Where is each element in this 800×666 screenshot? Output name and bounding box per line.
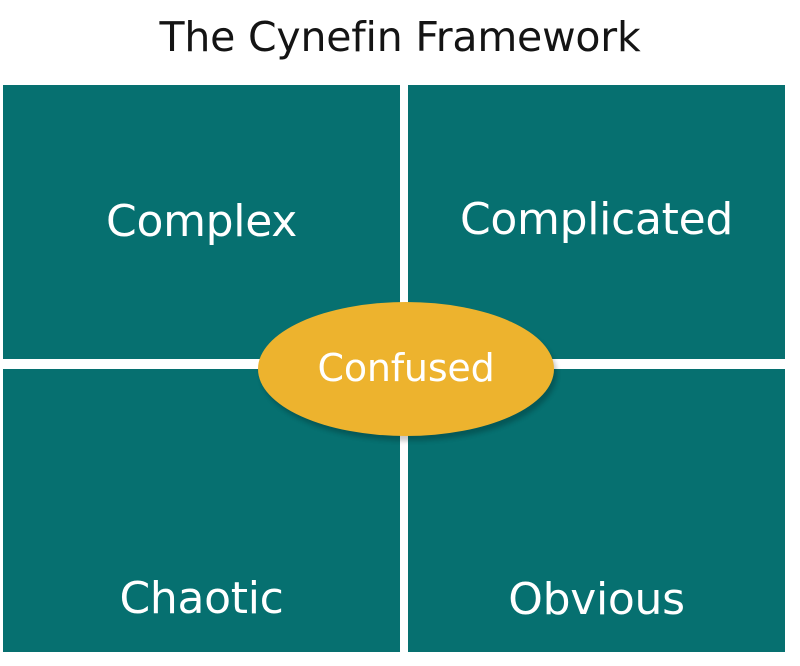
quadrant-label-complicated: Complicated [460, 194, 733, 245]
center-node-confused[interactable]: Confused [258, 302, 554, 436]
quadrant-label-obvious: Obvious [508, 574, 685, 625]
quadrant-chaotic[interactable]: Chaotic [3, 369, 400, 652]
quadrant-complex[interactable]: Complex [3, 85, 400, 359]
page-title: The Cynefin Framework [159, 13, 641, 61]
quadrant-label-complex: Complex [106, 196, 297, 247]
quadrant-matrix: Complex Complicated Chaotic Obvious Conf… [3, 85, 785, 652]
center-node-label: Confused [317, 346, 495, 390]
quadrant-label-chaotic: Chaotic [119, 573, 284, 624]
